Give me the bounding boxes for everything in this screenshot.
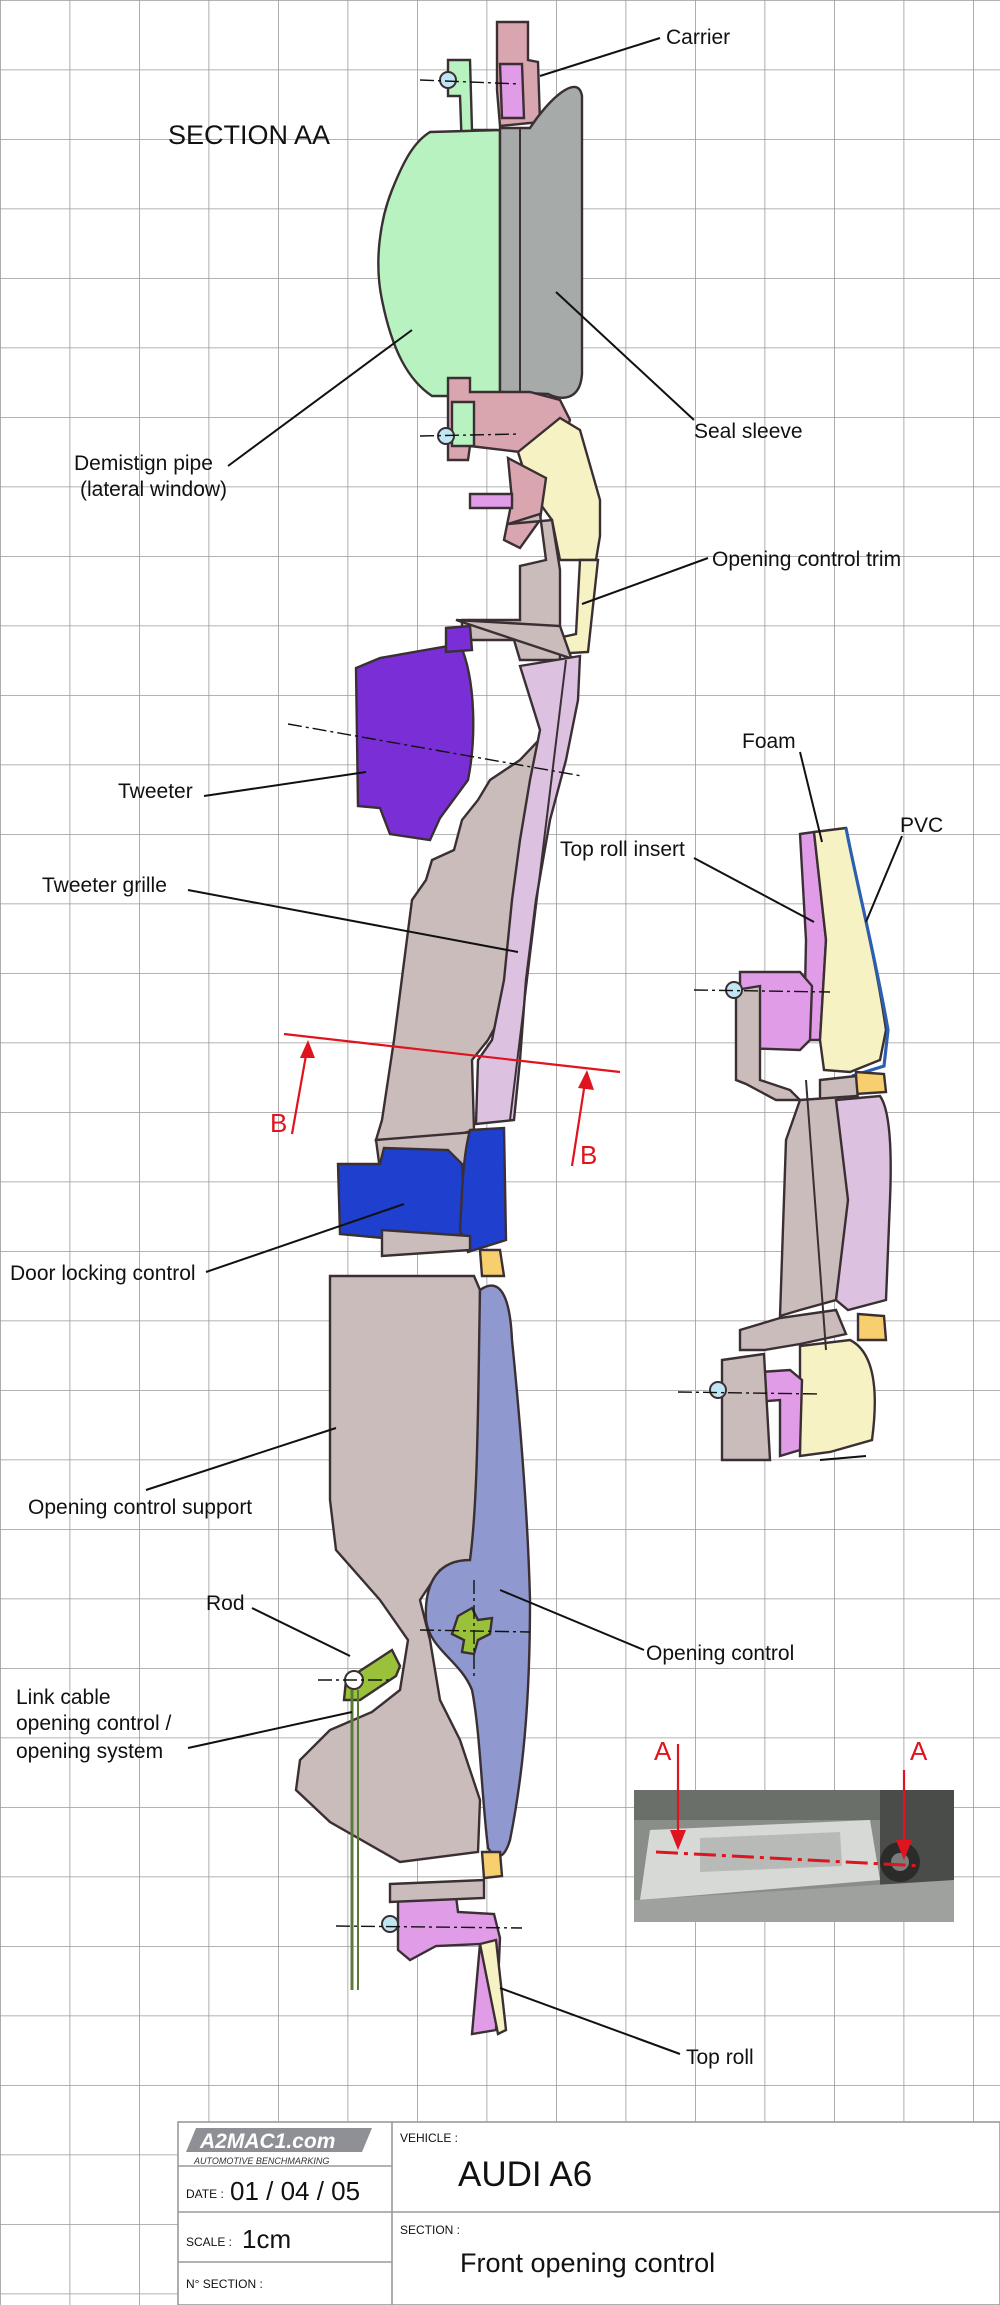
label-demist-pipe-line1: Demistign pipe — [74, 452, 213, 475]
seal-sleeve-part — [498, 85, 584, 399]
detail-section-b — [677, 826, 892, 1462]
label-pvc: PVC — [900, 814, 943, 837]
label-link-cable-line3: opening system — [16, 1740, 163, 1763]
pvc-part — [844, 827, 890, 1078]
section-b-mark: B B — [270, 1032, 621, 1170]
brand-logo-text: A2MAC1.com — [199, 2130, 335, 2153]
section-value: Front opening control — [460, 2248, 715, 2278]
label-door-locking-control: Door locking control — [10, 1262, 196, 1285]
section-b-left-label: B — [270, 1108, 287, 1138]
label-top-roll-insert: Top roll insert — [560, 838, 685, 861]
date-value: 01 / 04 / 05 — [230, 2176, 360, 2206]
label-demist-pipe-line2: (lateral window) — [80, 478, 227, 501]
label-seal-sleeve: Seal sleeve — [694, 420, 803, 443]
title-block: A2MAC1.com AUTOMOTIVE BENCHMARKING DATE … — [177, 2121, 1000, 2305]
leader-lines — [145, 37, 903, 2055]
locator-photo: A A — [634, 1736, 954, 1922]
brand-logo — [186, 2128, 372, 2152]
opening-control-part — [424, 1284, 532, 1858]
label-top-roll: Top roll — [686, 2046, 754, 2069]
scale-label: SCALE : — [186, 2235, 232, 2249]
section-label: SECTION : — [400, 2223, 460, 2237]
label-link-cable-line2: opening control / — [16, 1712, 171, 1735]
scale-value: 1cm — [242, 2224, 291, 2254]
section-a-right-label: A — [910, 1736, 928, 1766]
callout-labels: SECTION AA Carrier Seal sleeve Demistign… — [10, 26, 943, 2069]
tweeter-part — [354, 642, 475, 842]
door-locking-control-part — [336, 1146, 468, 1246]
main-section-assembly — [287, 20, 602, 2036]
section-b-right-label: B — [580, 1140, 597, 1170]
demist-pipe-part — [377, 128, 502, 398]
brand-tagline: AUTOMOTIVE BENCHMARKING — [193, 2156, 329, 2166]
vehicle-value: AUDI A6 — [458, 2155, 592, 2194]
label-rod: Rod — [206, 1592, 245, 1615]
section-a-left-label: A — [654, 1736, 672, 1766]
label-tweeter-grille: Tweeter grille — [42, 874, 167, 897]
date-label: DATE : — [186, 2187, 224, 2201]
top-roll-part — [396, 1894, 502, 2036]
label-opening-control-support: Opening control support — [28, 1496, 252, 1519]
label-tweeter: Tweeter — [118, 780, 193, 803]
label-carrier: Carrier — [666, 26, 730, 49]
nsection-label: N° SECTION : — [186, 2277, 263, 2291]
label-foam: Foam — [742, 730, 796, 753]
vehicle-label: VEHICLE : — [400, 2131, 458, 2145]
tweeter-grille-part — [474, 654, 582, 1126]
label-opening-control: Opening control — [646, 1642, 794, 1665]
label-link-cable-line1: Link cable — [16, 1686, 111, 1709]
label-opening-control-trim: Opening control trim — [712, 548, 901, 571]
section-title: SECTION AA — [168, 120, 330, 150]
